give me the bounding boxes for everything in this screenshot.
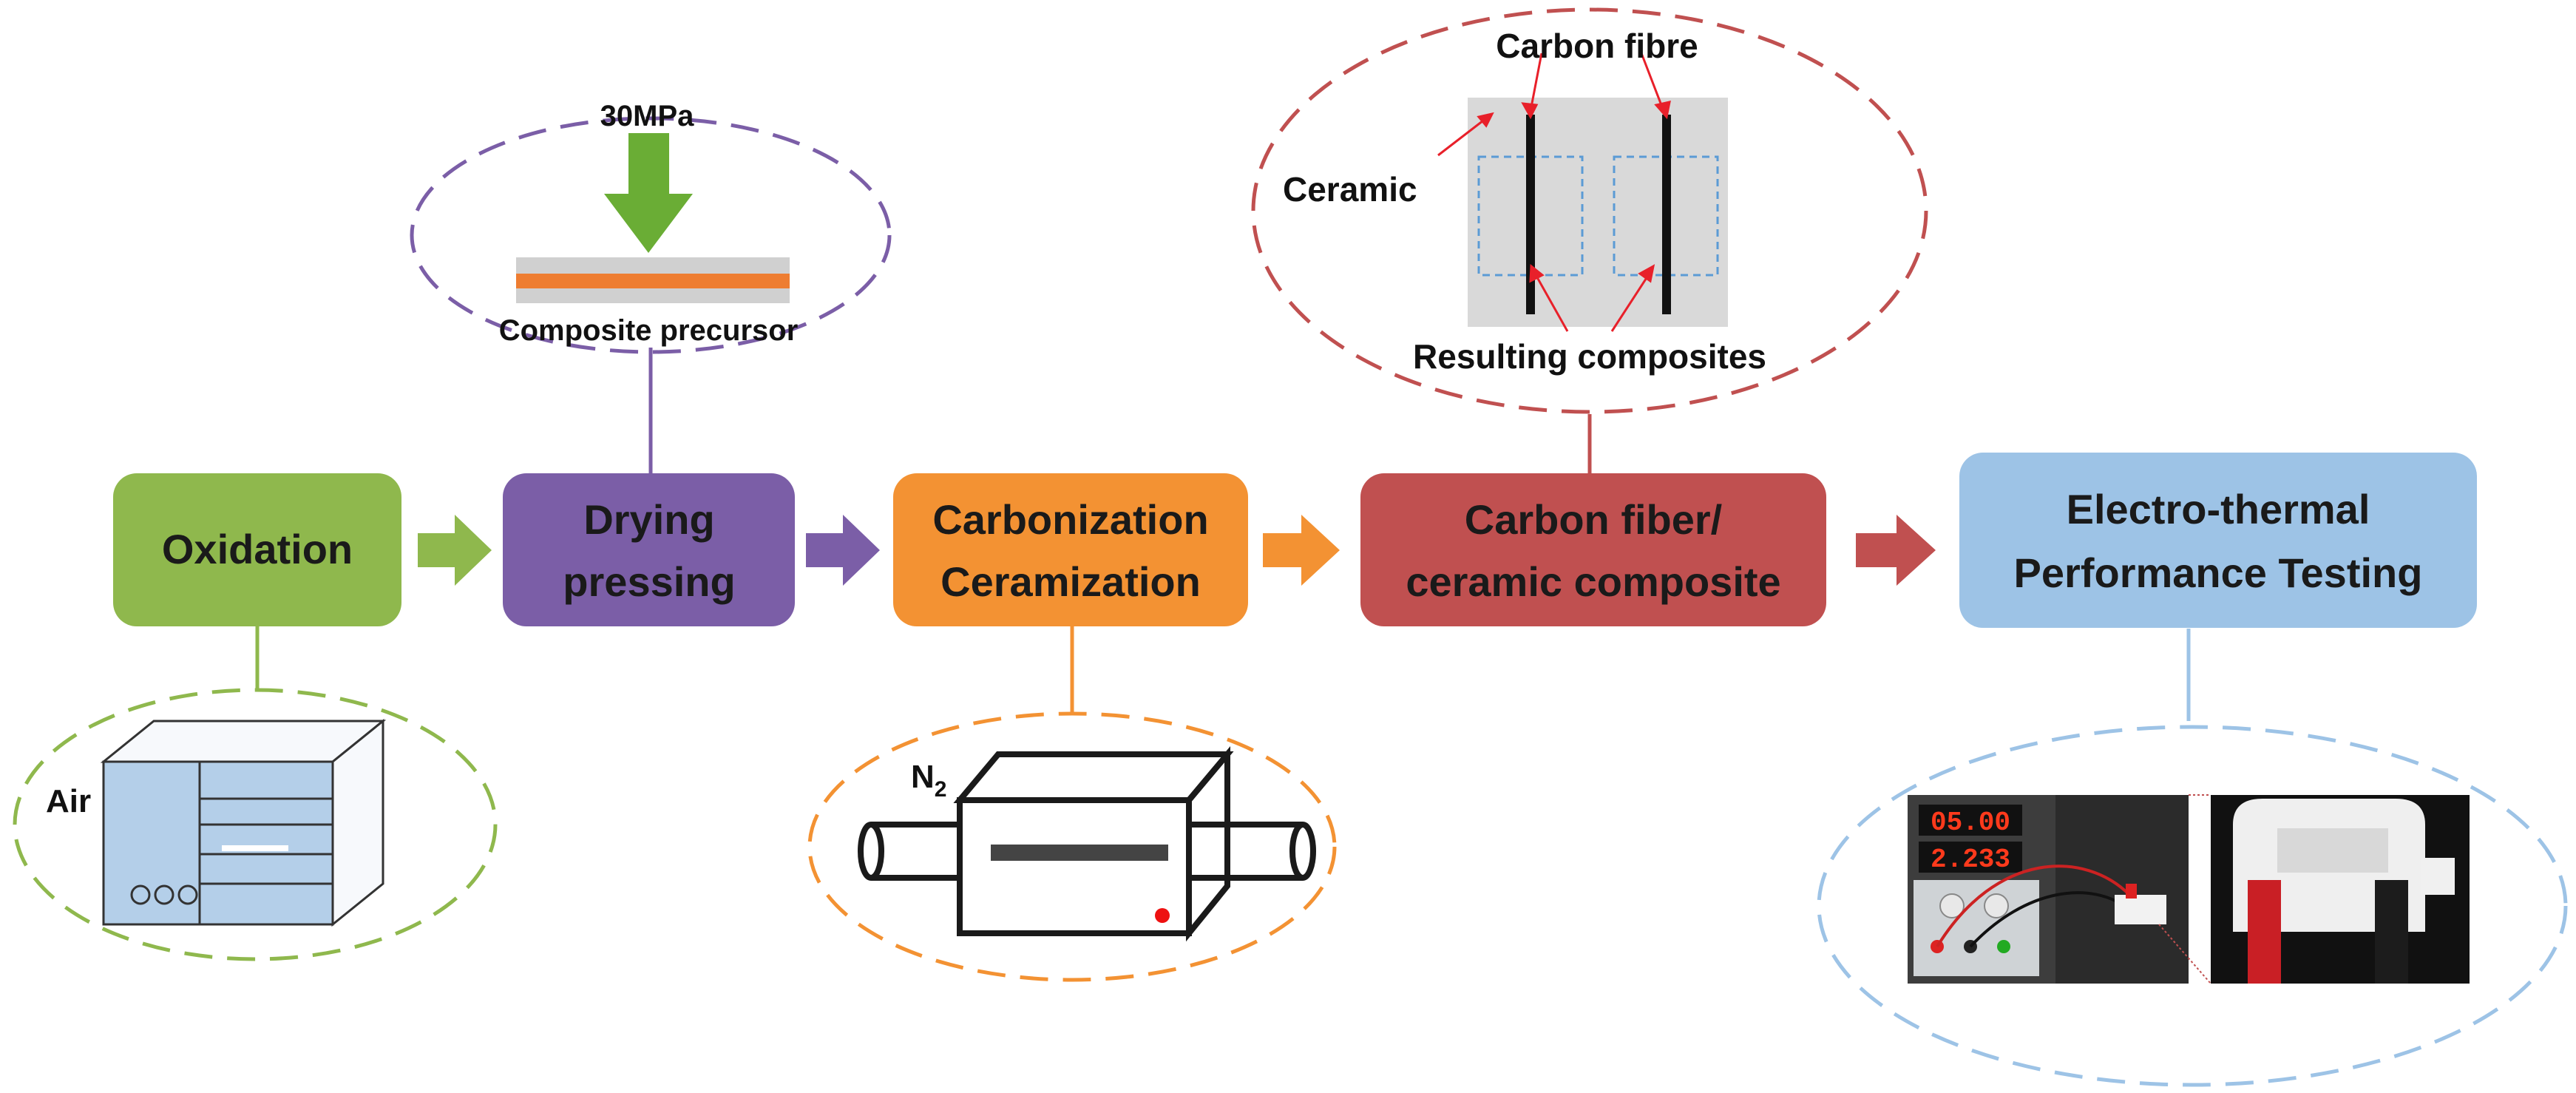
pressure-label: 30MPa [600,100,694,132]
voltage-display [1919,805,2022,836]
ceramic-label: Ceramic [1283,170,1417,209]
furnace-indicator-light [1155,908,1170,923]
pressure-down-arrow [604,133,693,253]
composite-dashed-ellipse [1251,7,1928,414]
carbonization-detail: N2 [807,711,1337,982]
step-oxidation-box [113,473,401,626]
step-oxidation-label: Oxidation [162,526,353,572]
arrow-composite-to-testing [1856,515,1936,586]
nitrogen-subscript: 2 [935,777,947,802]
carbon-fibre-left [1526,115,1535,314]
pressing-detail: 30MPa Composite precursor [410,100,892,354]
step-testing-line1: Electro-thermal [2067,486,2370,532]
resulting-composites-label: Resulting composites [1413,337,1766,376]
step-composite-line1: Carbon fiber/ [1465,496,1723,543]
oxidation-dashed-ellipse [13,688,498,961]
step-drying-line2: pressing [563,558,735,605]
nitrogen-symbol: N [911,759,935,795]
step-carbonization: Carbonization Ceramization [893,473,1248,626]
carbon-fibre-label: Carbon fibre [1496,27,1698,65]
oven-icon [100,718,387,927]
step-testing: Electro-thermal Performance Testing [1959,453,2477,628]
annotation-pointers [1437,53,1671,332]
step-oxidation: Oxidation [113,473,401,626]
step-composite-line2: ceramic composite [1406,558,1780,605]
step-composite: Carbon fiber/ ceramic composite [1360,473,1826,626]
oxidation-detail: Air [13,688,498,961]
pressing-dashed-ellipse [410,116,892,354]
ceramic-matrix-panel [1468,98,1728,327]
testing-dashed-ellipse [1817,725,2568,1087]
step-drying-pressing: Drying pressing [503,473,795,626]
precursor-caption: Composite precursor [499,314,799,347]
arrow-drying-to-carbonization [806,515,880,586]
composite-detail: Carbon fibre Ceramic Resulting composite… [1251,7,1928,414]
voltage-reading: 05.00 [1931,808,2010,838]
step-carbonization-line1: Carbonization [932,496,1208,543]
arrow-carbonization-to-composite [1263,515,1340,586]
tube-furnace-icon [858,746,1316,942]
power-supply-photo: 05.00 2.233 [1908,795,2189,984]
step-carbonization-line2: Ceramization [940,558,1201,605]
current-reading: 2.233 [1931,845,2010,875]
step-carbonization-box [893,473,1248,626]
current-display [1919,842,2022,873]
carbon-fibre-right [1662,115,1671,314]
air-label: Air [46,783,91,819]
step-drying-line1: Drying [583,496,714,543]
testing-detail: 05.00 2.233 [1817,725,2568,1087]
step-testing-line2: Performance Testing [2014,549,2423,596]
connector-lines [255,348,2191,721]
carbonization-dashed-ellipse [807,711,1337,982]
step-drying-box [503,473,795,626]
furnace-sample [991,845,1168,861]
precursor-layer [516,274,790,288]
arrow-oxidation-to-drying [418,515,492,586]
nitrogen-label: N2 [911,759,946,802]
flow-arrows [418,515,1936,586]
sample-holder-photo [2211,795,2470,984]
step-testing-box [1959,453,2477,628]
step-composite-box [1360,473,1826,626]
